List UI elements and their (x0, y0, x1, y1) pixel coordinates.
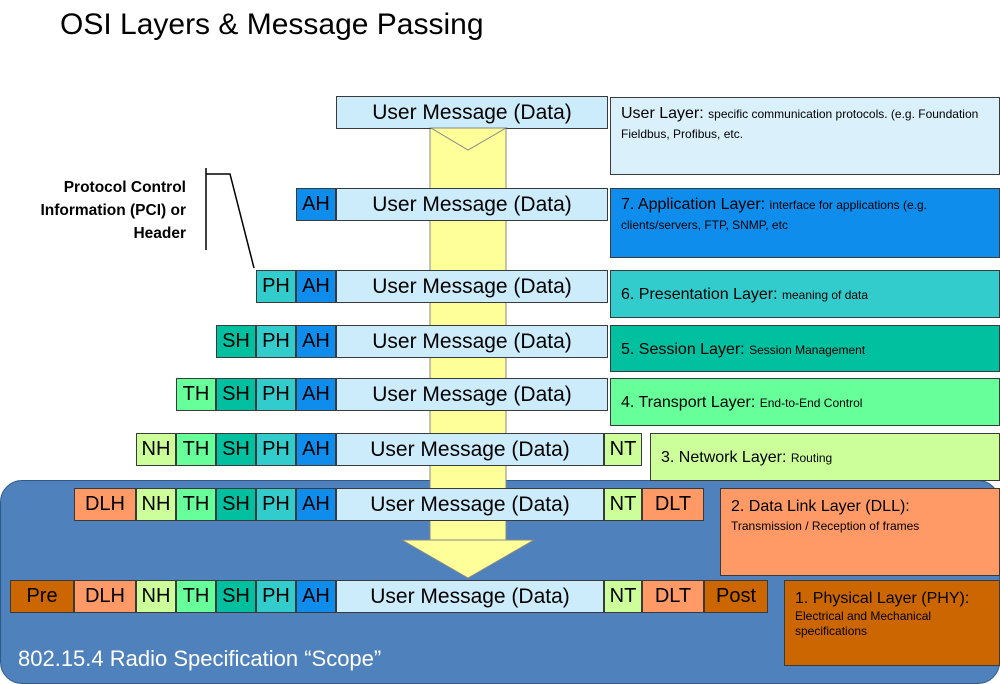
header-ph: PH (256, 580, 296, 613)
message-box: User Message (Data) (336, 433, 604, 466)
trailer-dlt: DLT (642, 580, 704, 613)
header-ah: AH (296, 188, 336, 221)
header-ah: AH (296, 378, 336, 411)
trailer-post: Post (704, 580, 768, 613)
pci-bracket-line (206, 173, 255, 269)
header-th: TH (176, 580, 216, 613)
pci-label: Protocol Control Information (PCI) or He… (40, 179, 186, 242)
header-nh: NH (136, 580, 176, 613)
header-sh: SH (216, 580, 256, 613)
header-dlh: DLH (74, 580, 136, 613)
header-ah: AH (296, 580, 336, 613)
layer-session-box: 5. Session Layer: Session Management (610, 325, 1000, 372)
header-ah: AH (296, 270, 336, 303)
message-box: User Message (Data) (336, 378, 608, 411)
trailer-nt: NT (604, 580, 642, 613)
page-title: OSI Layers & Message Passing (60, 8, 484, 41)
trailer-nt: NT (604, 433, 642, 466)
header-ah: AH (296, 433, 336, 466)
layer-transport-box: 4. Transport Layer: End-to-End Control (610, 378, 1000, 426)
layer-desc: Routing (790, 451, 833, 465)
header-th: TH (176, 433, 216, 466)
layer-name: 5. Session Layer: (621, 341, 745, 358)
layer-name: 7. Application Layer: (621, 196, 766, 213)
layer-desc: End-to-End Control (759, 396, 863, 410)
message-box: User Message (Data) (336, 325, 608, 358)
layer-desc: specific communication protocols. (e.g. … (621, 107, 979, 141)
header-ah: AH (296, 488, 336, 521)
trailer-nt: NT (604, 488, 642, 521)
layer-desc: meaning of data (782, 288, 869, 302)
layer-name: 4. Transport Layer: (621, 394, 756, 411)
layer-application-box: 7. Application Layer: interface for appl… (610, 188, 1000, 258)
header-sh: SH (216, 325, 256, 358)
header-th: TH (176, 488, 216, 521)
message-box: User Message (Data) (336, 270, 608, 303)
header-ph: PH (256, 488, 296, 521)
layer-name: 6. Presentation Layer: (621, 286, 778, 303)
down-arrow-head (400, 539, 536, 579)
layer-physical-box: 1. Physical Layer (PHY): Electrical and … (784, 580, 1000, 666)
layer-desc: Electrical and Mechanical specifications (795, 609, 932, 638)
header-ph: PH (256, 378, 296, 411)
layer-user-box: User Layer: specific communication proto… (610, 97, 1000, 175)
header-th: TH (176, 378, 216, 411)
layer-name: User Layer: (621, 105, 704, 122)
header-sh: SH (216, 433, 256, 466)
message-box: User Message (Data) (336, 488, 604, 521)
header-pre: Pre (10, 580, 74, 613)
layer-name: 1. Physical Layer (PHY): (795, 590, 970, 607)
layer-presentation-box: 6. Presentation Layer: meaning of data (610, 270, 1000, 318)
layer-datalink-box: 2. Data Link Layer (DLL): Transmission /… (720, 488, 1000, 576)
header-ah: AH (296, 325, 336, 358)
layer-desc: interface for applications (e.g. clients… (621, 198, 927, 232)
layer-desc: Transmission / Reception of frames (731, 519, 920, 533)
message-box: User Message (Data) (336, 188, 608, 221)
header-nh: NH (136, 433, 176, 466)
header-dlh: DLH (74, 488, 136, 521)
layer-desc: Session Management (749, 343, 866, 357)
layer-network-box: 3. Network Layer: Routing (650, 433, 1000, 481)
header-ph: PH (256, 270, 296, 303)
header-sh: SH (216, 488, 256, 521)
layer-name: 3. Network Layer: (661, 449, 787, 466)
header-sh: SH (216, 378, 256, 411)
trailer-dlt: DLT (642, 488, 704, 521)
message-box: User Message (Data) (336, 580, 604, 613)
header-nh: NH (136, 488, 176, 521)
header-ph: PH (256, 433, 296, 466)
header-ph: PH (256, 325, 296, 358)
scope-label: 802.15.4 Radio Specification “Scope” (18, 646, 382, 671)
layer-name: 2. Data Link Layer (DLL): (731, 498, 910, 515)
